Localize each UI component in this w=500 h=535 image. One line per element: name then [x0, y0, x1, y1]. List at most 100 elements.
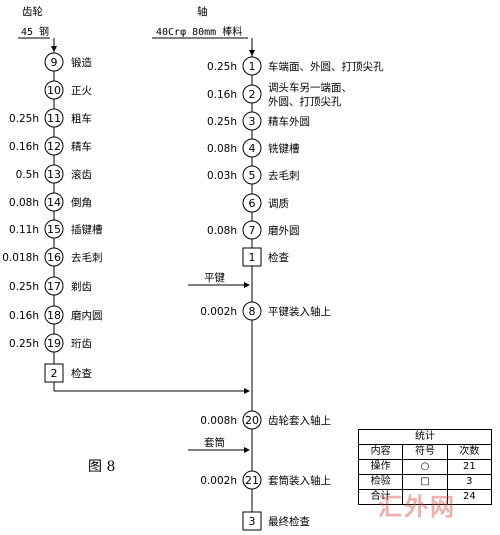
operation-number: 12: [47, 140, 61, 153]
gear-step-name: 滚齿: [71, 168, 92, 181]
operation-circle: [44, 52, 64, 72]
table-row: 检验 □ 3: [357, 474, 493, 490]
shaft-step-name: 磨外圆: [268, 225, 300, 237]
gear-step-name: 正火: [71, 85, 92, 97]
shaft-title: 轴: [197, 5, 208, 18]
shaft-step-name: 调质: [268, 198, 289, 210]
operation-number: 5: [249, 169, 256, 182]
operation-circle: [242, 56, 262, 76]
inspection-square: [242, 247, 262, 267]
gear-step-name: 锻造: [71, 56, 92, 69]
operation-circle: [44, 192, 64, 212]
stats-header-count: 次数: [446, 444, 493, 460]
arrow-down-icon: [249, 50, 255, 56]
operation-number: 13: [47, 168, 61, 181]
operation-circle: [242, 220, 262, 240]
gear-step-time: 0.5h: [16, 169, 39, 181]
assembly-step-time: 0.008h: [200, 415, 237, 427]
operation-number: 7: [249, 224, 256, 237]
figure-label: 图 8: [88, 459, 115, 475]
shaft-step-name: 调头车另一端面、: [268, 81, 352, 94]
shaft-step-time: 0.08h: [207, 143, 237, 155]
arrow-right-icon: [244, 447, 250, 453]
operation-number: 10: [47, 84, 61, 97]
shaft-step-time: 0.03h: [207, 170, 237, 182]
gear-step-name: 去毛刺: [71, 252, 103, 264]
gear-step-name: 磨内圆: [71, 309, 103, 322]
operation-number: 17: [47, 280, 61, 293]
assembly-step-name: 平键装入轴上: [268, 305, 331, 318]
statistics-table: 统计 内容 符号 次数 操作 ○ 21 检验 □ 3 合计 24: [357, 429, 493, 505]
inspection-number: 3: [249, 515, 256, 528]
gear-step-name: 剃齿: [71, 281, 92, 293]
gear-inspection-name: 检查: [71, 367, 92, 380]
inspection-number: 1: [249, 251, 256, 264]
shaft-step-name: 精车外圆: [268, 115, 310, 128]
gear-step-time: 0.25h: [9, 281, 39, 293]
gear-step-name: 珩齿: [71, 338, 92, 350]
gear-step-name: 倒角: [71, 197, 92, 209]
gear-title: 齿轮: [22, 5, 43, 18]
arrow-down-icon: [51, 46, 57, 52]
key-label: 平键: [204, 271, 225, 284]
operation-number: 14: [47, 196, 61, 209]
stats-cell-count: 24: [446, 489, 493, 505]
operation-circle: [242, 193, 262, 213]
arrow-right-icon: [244, 388, 250, 394]
shaft-step-name: 外圆、打顶尖孔: [268, 95, 342, 108]
inspection-square: [44, 363, 64, 383]
operation-number: 2: [249, 88, 256, 101]
stats-cell-count: 21: [446, 459, 493, 475]
shaft-material: 40Crφ 80mm 棒料: [156, 25, 242, 38]
operation-circle: [44, 247, 64, 267]
gear-material: 45 钢: [21, 25, 49, 38]
operation-circle: [242, 111, 262, 131]
shaft-step-name: 铣键槽: [268, 142, 300, 155]
assembly-step-time: 0.002h: [200, 475, 237, 487]
operation-number: 3: [249, 115, 256, 128]
shaft-step-time: 0.08h: [207, 225, 237, 237]
operation-circle: [242, 301, 262, 321]
operation-circle: [44, 80, 64, 100]
operation-circle: [44, 219, 64, 239]
operation-number: 4: [249, 142, 256, 155]
final-inspection-name: 最终检查: [268, 515, 310, 528]
arrow-right-icon: [244, 282, 250, 288]
gear-step-time: 0.018h: [2, 252, 39, 264]
operation-circle: [44, 333, 64, 353]
shaft-step-time: 0.25h: [207, 61, 237, 73]
operation-circle: [242, 138, 262, 158]
assembly-step-name: 套筒装入轴上: [268, 474, 331, 487]
operation-number: 20: [245, 414, 259, 427]
shaft-step-name: 车端面、外圆、打顶尖孔: [268, 60, 384, 73]
operation-number: 9: [51, 56, 58, 69]
operation-circle: [44, 305, 64, 325]
operation-circle: [242, 470, 262, 490]
gear-step-name: 粗车: [71, 112, 92, 125]
operation-number: 16: [47, 251, 61, 264]
operation-number: 1: [249, 60, 256, 73]
gear-step-name: 插键槽: [71, 223, 103, 236]
shaft-step-time: 0.16h: [207, 89, 237, 101]
stats-cell-content: 操作: [357, 459, 404, 475]
operation-circle: [242, 165, 262, 185]
operation-number: 15: [47, 223, 61, 236]
shaft-step-name: 去毛刺: [268, 170, 300, 182]
gear-step-time: 0.16h: [9, 141, 39, 153]
gear-step-time: 0.08h: [9, 197, 39, 209]
watermark-logo: 汇外网: [378, 493, 456, 521]
operation-number: 8: [249, 305, 256, 318]
operation-circle: [44, 136, 64, 156]
inspection-square: [242, 511, 262, 531]
stats-header-symbol: 符号: [402, 444, 448, 460]
assembly-step-time: 0.002h: [200, 306, 237, 318]
operation-number: 18: [47, 309, 61, 322]
table-row: 操作 ○ 21: [357, 459, 493, 475]
gear-step-name: 精车: [71, 140, 92, 153]
shaft-inspection-name: 检查: [268, 251, 289, 264]
shaft-step-time: 0.25h: [207, 116, 237, 128]
table-row: 合计 24: [357, 489, 493, 505]
inspection-number: 2: [51, 367, 58, 380]
